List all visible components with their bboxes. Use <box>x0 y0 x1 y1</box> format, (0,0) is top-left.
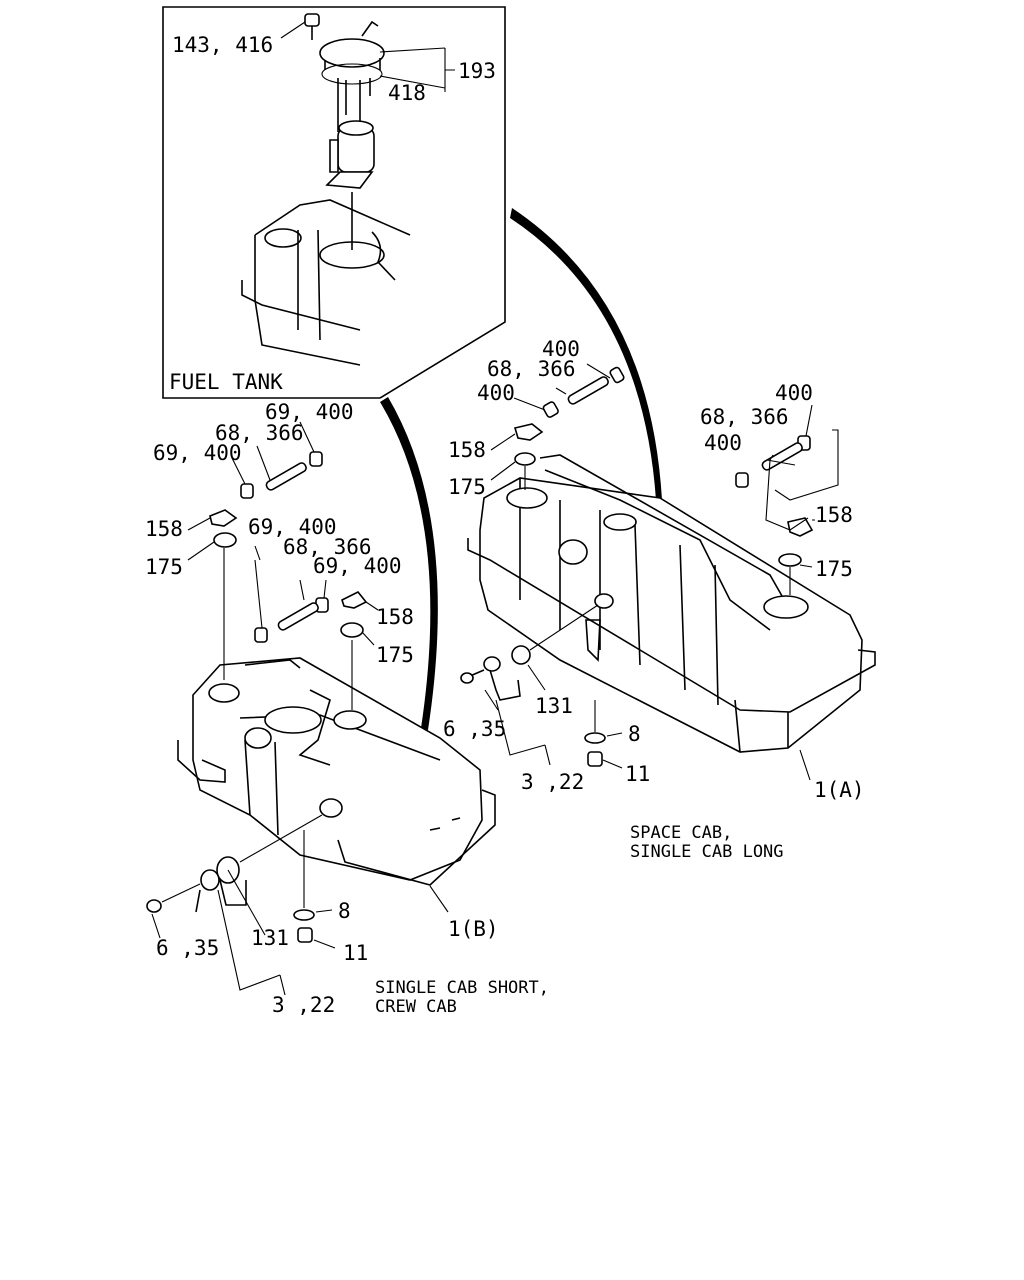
callout-193: 193 <box>458 59 496 83</box>
callout-a-8: 8 <box>628 722 641 746</box>
callout-a-131: 131 <box>535 694 573 718</box>
caption-tank-a-line1: SPACE CAB, <box>630 823 732 843</box>
callout-b-158-mid: 158 <box>376 605 414 629</box>
callout-b-8: 8 <box>338 899 351 923</box>
fuel-pump-assembly <box>319 20 385 250</box>
callout-a-68-366-left: 68, 366 <box>487 357 576 381</box>
callout-a-400-top: 400 <box>542 337 580 361</box>
callout-b-69-400-mid: 69, 400 <box>248 515 337 539</box>
callout-a-6-35: 6 ,35 <box>443 717 506 741</box>
callout-a-68-366-right: 68, 366 <box>700 405 789 429</box>
callout-a-400-right: 400 <box>775 381 813 405</box>
callout-a-158-right: 158 <box>815 503 853 527</box>
fuel-tank-a <box>467 454 876 753</box>
callout-b-69-400-top: 69, 400 <box>265 400 354 424</box>
fuel-tank-b <box>177 657 496 886</box>
caption-tank-b-line2: CREW CAB <box>375 997 457 1017</box>
caption-tank-a-line2: SINGLE CAB LONG <box>630 842 784 862</box>
callout-b-69-400-mid2: 69, 400 <box>313 554 402 578</box>
callout-b-175-left: 175 <box>145 555 183 579</box>
callout-b-158-left: 158 <box>145 517 183 541</box>
callout-143-416: 143, 416 <box>172 33 273 57</box>
callout-b-175-mid: 175 <box>376 643 414 667</box>
callout-b-6-35: 6 ,35 <box>156 936 219 960</box>
callout-a-3-22: 3 ,22 <box>521 770 584 794</box>
callout-b-3-22: 3 ,22 <box>272 993 335 1017</box>
callout-a-400-left: 400 <box>477 381 515 405</box>
callout-a-175-left: 175 <box>448 475 486 499</box>
callout-b-68-366-mid: 68, 366 <box>283 535 372 559</box>
inset-to-tank-b-arc <box>380 397 438 730</box>
inset-tank-sketch <box>241 199 411 366</box>
callout-a-1a: 1(A) <box>814 778 865 802</box>
callout-a-158-left: 158 <box>448 438 486 462</box>
callout-418: 418 <box>388 81 426 105</box>
callout-b-11: 11 <box>343 941 368 965</box>
callout-b-131: 131 <box>251 926 289 950</box>
caption-tank-b-line1: SINGLE CAB SHORT, <box>375 978 549 998</box>
inset-title: FUEL TANK <box>169 370 283 394</box>
fuel-tank-inset: FUEL TANK <box>162 6 506 399</box>
tank-b-hardware <box>146 421 449 996</box>
callout-a-11: 11 <box>625 762 650 786</box>
callout-b-68-366-top: 68, 366 <box>215 421 304 445</box>
callout-b-69-400-left: 69, 400 <box>153 441 242 465</box>
bolt-part <box>304 13 320 40</box>
tank-a-hardware <box>460 363 839 781</box>
callout-b-1b: 1(B) <box>448 917 499 941</box>
callout-a-400-right-low: 400 <box>704 431 742 455</box>
callout-a-175-right: 175 <box>815 557 853 581</box>
